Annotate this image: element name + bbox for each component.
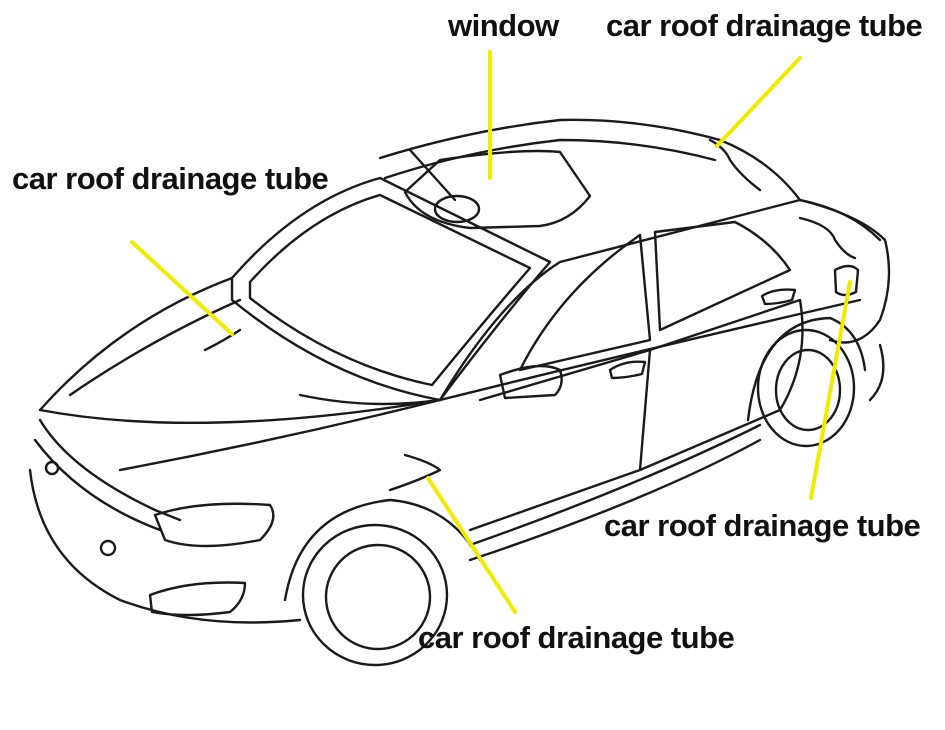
rear-door-window <box>655 222 790 330</box>
antenna-stalk <box>410 150 455 200</box>
front-bumper <box>30 470 300 623</box>
trunk-line <box>800 218 855 258</box>
rear-wheel-arch <box>748 318 865 420</box>
leader-front-fender <box>428 478 515 612</box>
front-drain-outlet <box>205 330 240 350</box>
leader-rear-fender <box>811 282 850 498</box>
label-roof-drain-rear-fender: car roof drainage tube <box>604 510 920 541</box>
leader-rear-right <box>717 58 800 146</box>
label-roof-drain-front-left: car roof drainage tube <box>12 163 328 194</box>
rear-door-handle <box>762 290 795 304</box>
a-pillar <box>440 200 880 400</box>
fog-light <box>150 583 245 616</box>
front-wheel-inner <box>326 545 430 649</box>
windshield-inner <box>250 195 530 385</box>
roof-inner-line <box>385 140 715 178</box>
windshield <box>232 178 550 400</box>
front-door-handle <box>610 362 645 378</box>
label-roof-drain-rear-right: car roof drainage tube <box>606 10 922 41</box>
ground-line <box>870 345 883 400</box>
label-window: window <box>448 10 559 41</box>
headlight <box>155 504 273 546</box>
sunroof <box>405 151 590 228</box>
label-roof-drain-front-fender: car roof drainage tube <box>418 622 734 653</box>
